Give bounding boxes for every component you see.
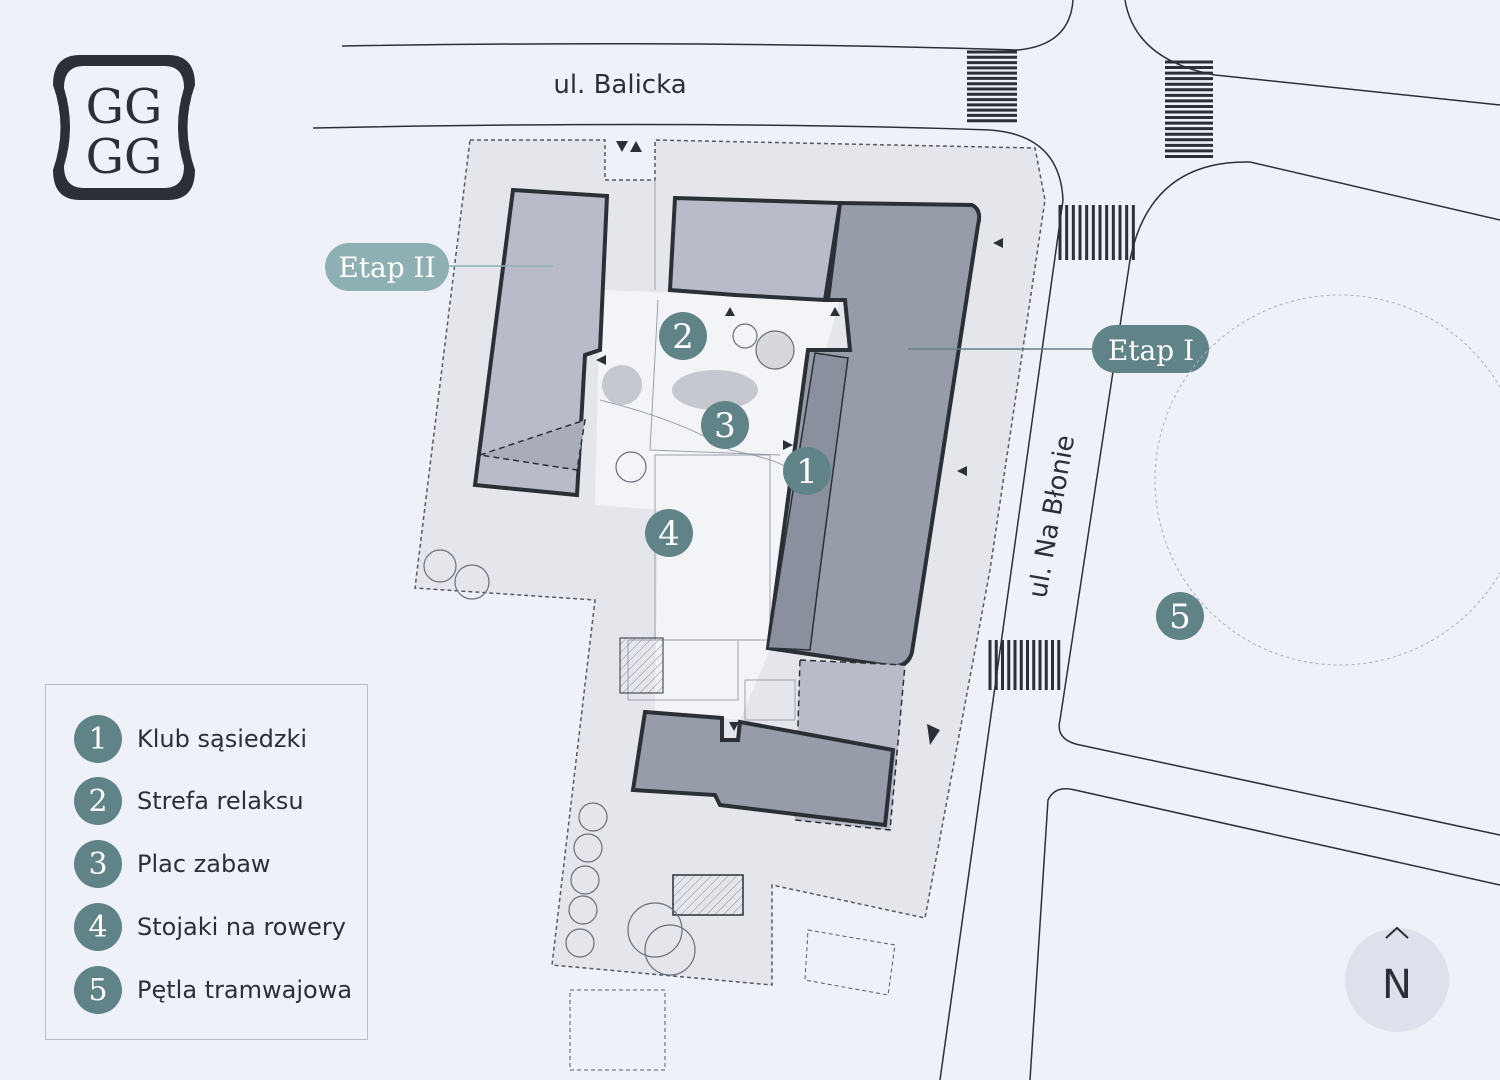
street-lines (312, 0, 1500, 1080)
hatched-area (619, 637, 664, 694)
legend-label: Strefa relaksu (137, 787, 304, 815)
building-stage-1-wing (767, 352, 849, 651)
playground-shape (672, 370, 758, 410)
svg-text:1: 1 (796, 452, 818, 492)
entrance-icons (596, 141, 1003, 745)
svg-text:GG: GG (86, 79, 163, 135)
stage-1-pill (1092, 325, 1209, 373)
legend-item: 4 Stojaki na rowery (74, 903, 346, 951)
stage-2-pill (325, 243, 449, 291)
legend-item: 3 Plac zabaw (74, 840, 271, 888)
legend-label: Klub sąsiedzki (137, 725, 308, 753)
svg-text:5: 5 (1169, 597, 1191, 637)
trees (423, 323, 795, 976)
map-marker[interactable]: 1 (783, 447, 831, 495)
tram-loop (1154, 294, 1500, 666)
legend-item: 2 Strefa relaksu (74, 777, 304, 825)
svg-text:3: 3 (714, 406, 736, 446)
svg-text:2: 2 (672, 317, 694, 357)
compass-label: N (1382, 962, 1412, 1008)
compass: N (1345, 926, 1449, 1032)
map-marker[interactable]: 4 (645, 509, 693, 557)
svg-text:GG: GG (86, 129, 163, 185)
playground-shape (602, 365, 642, 405)
legend: 1 Klub sąsiedzki 2 Strefa relaksu 3 Plac… (45, 684, 368, 1040)
building-stage-1-north (667, 195, 843, 303)
dashed-plots (569, 929, 896, 1071)
svg-text:4: 4 (658, 514, 680, 554)
legend-label: Stojaki na rowery (137, 913, 346, 941)
stage-1-label: Etap I (1108, 334, 1194, 367)
legend-number: 1 (74, 715, 122, 763)
logo: GG GG (53, 55, 195, 200)
street-na-blonie-label: ul. Na Błonie (1023, 433, 1081, 600)
crosswalks (967, 50, 1213, 690)
building-south (630, 709, 896, 828)
building-stage-2-notch (479, 418, 586, 471)
stage-2-label: Etap II (338, 251, 435, 284)
legend-item: 1 Klub sąsiedzki (74, 715, 307, 763)
legend-item: 5 Pętla tramwajowa (74, 966, 352, 1014)
street-balicka-label: ul. Balicka (553, 70, 686, 100)
courtyard (595, 290, 840, 720)
legend-label: Pętla tramwajowa (137, 976, 353, 1004)
legend-number: 4 (74, 903, 122, 951)
hatched-area (672, 874, 744, 916)
legend-label: Plac zabaw (137, 850, 271, 878)
map-marker[interactable]: 3 (701, 401, 749, 449)
legend-number: 3 (74, 840, 122, 888)
legend-number: 5 (74, 966, 122, 1014)
map-marker[interactable]: 2 (659, 312, 707, 360)
legend-number: 2 (74, 777, 122, 825)
map-marker[interactable]: 5 (1156, 592, 1204, 640)
